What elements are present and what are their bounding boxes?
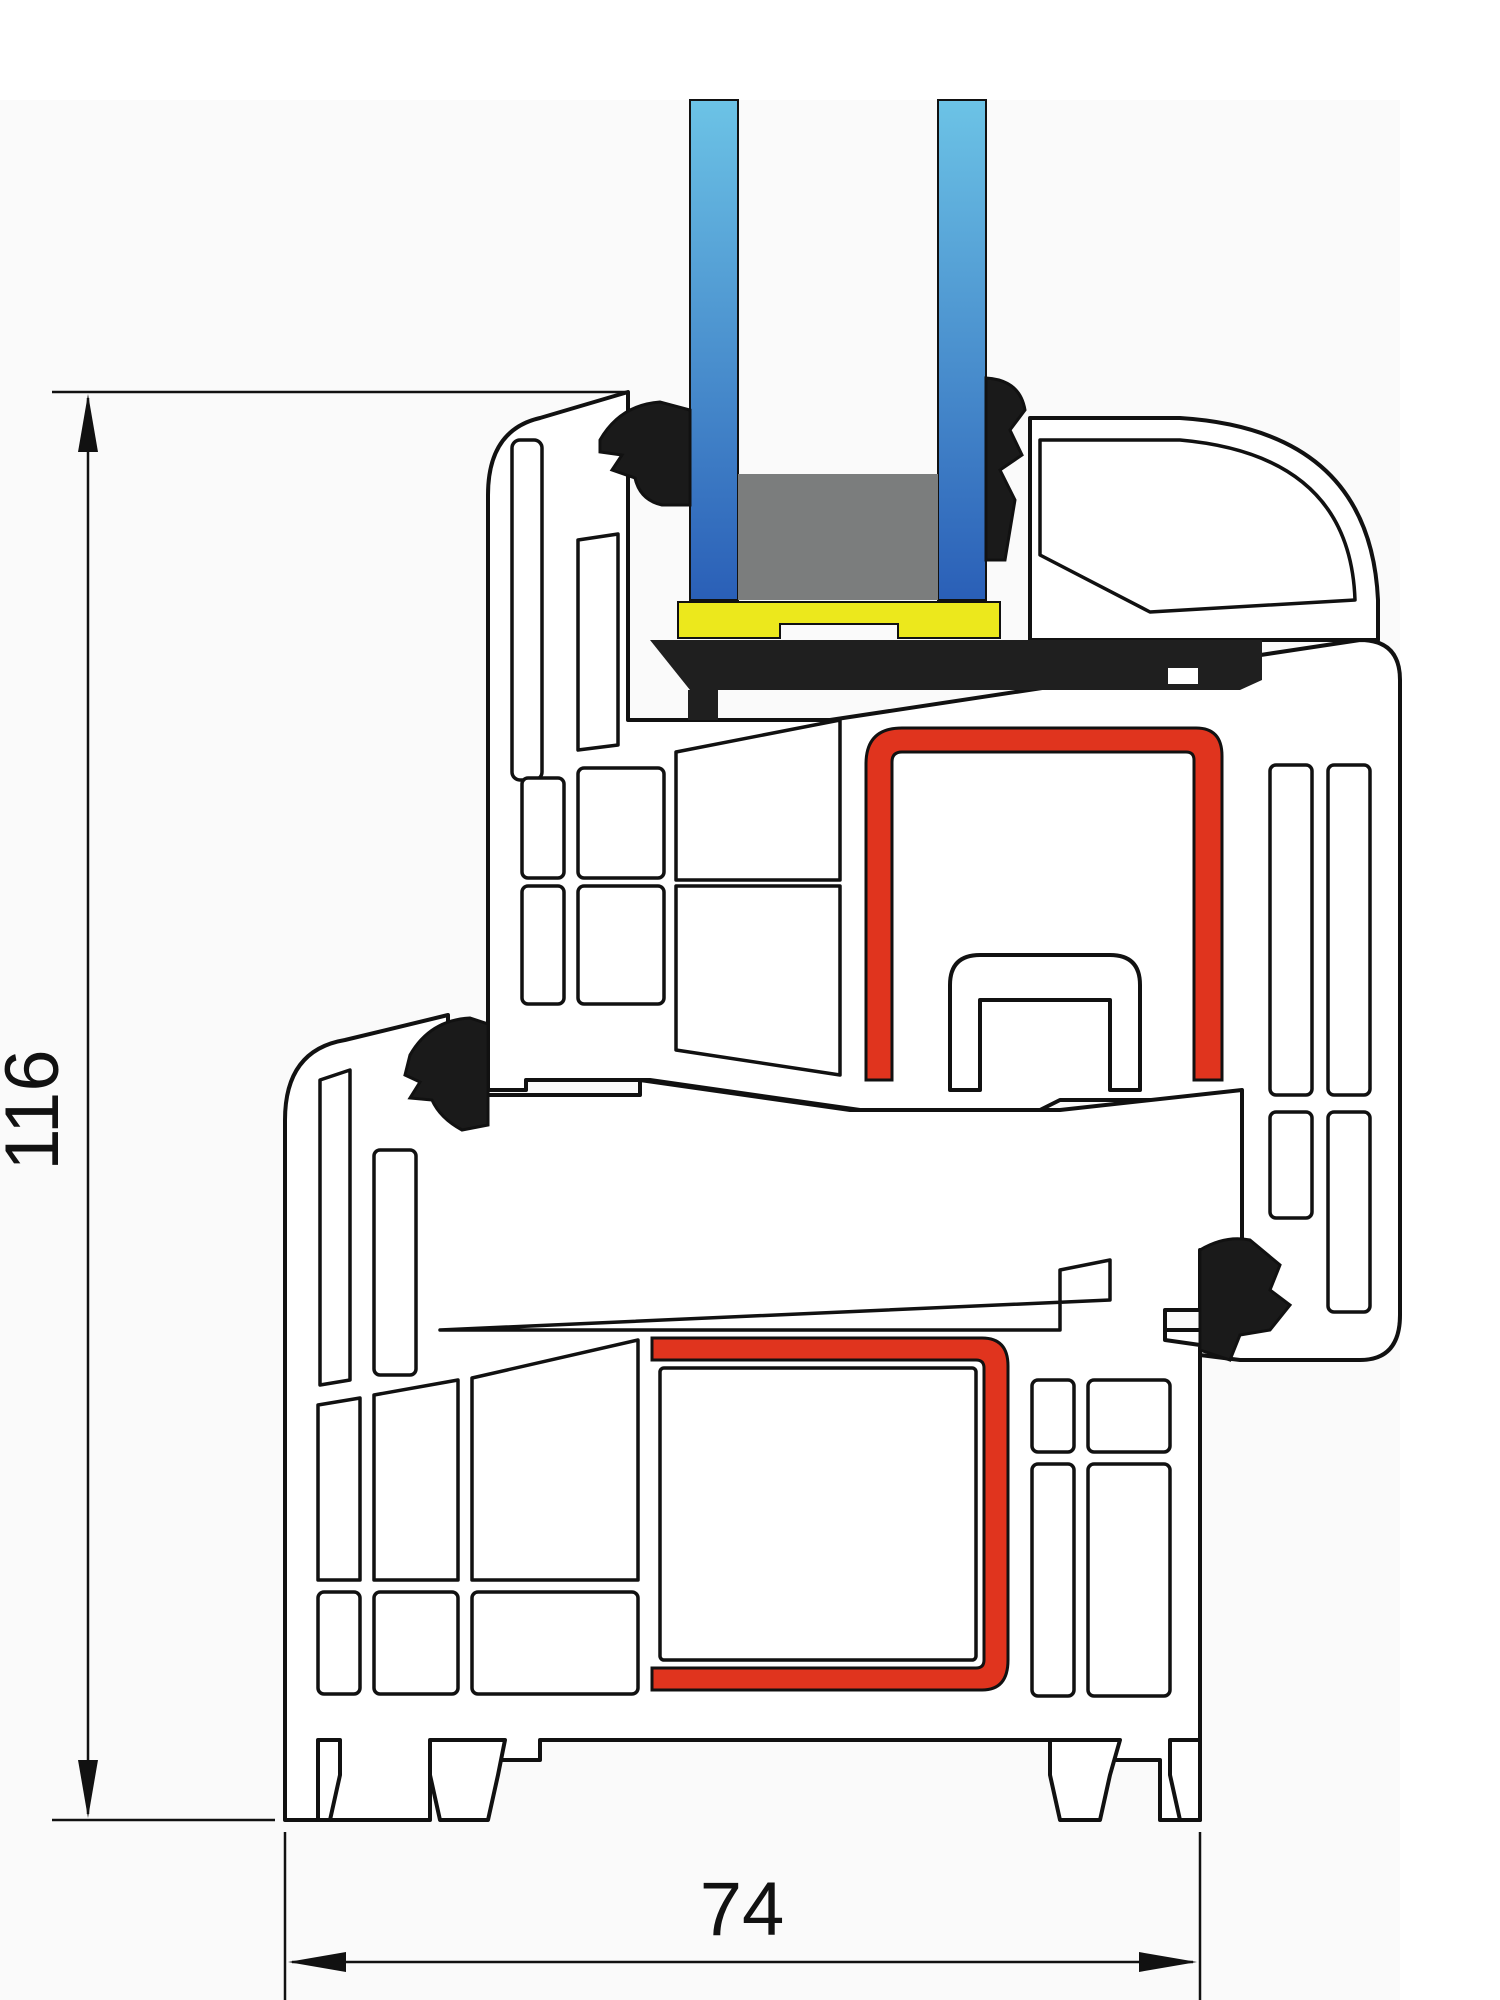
frame-foot (1048, 1738, 1122, 1822)
frame-chamber (470, 1338, 640, 1582)
frame-chamber (316, 1590, 362, 1696)
outer-sash-gasket (598, 400, 692, 507)
arrow-left-icon (288, 1952, 346, 1972)
frame-profile (283, 1013, 1244, 1822)
sash-chamber (1268, 1110, 1314, 1220)
sash-chamber (576, 884, 666, 1006)
sash-chamber (576, 532, 620, 752)
arrow-up-icon (78, 394, 98, 452)
sash-chamber (576, 766, 666, 880)
sash-chamber (520, 884, 566, 1006)
outer-frame-gasket (403, 1016, 490, 1132)
sash-chamber (1268, 763, 1314, 1097)
height-dimension-label: 116 (0, 1049, 75, 1170)
frame-foot (316, 1738, 342, 1822)
frame-chamber (470, 1590, 640, 1696)
glazing-base-foot (688, 690, 718, 720)
arrow-down-icon (78, 1760, 98, 1818)
frame-chamber (318, 1068, 352, 1387)
frame-chamber (372, 1590, 460, 1696)
sash-chamber (674, 718, 842, 882)
frame-chamber (438, 1258, 1112, 1332)
frame-chamber (1030, 1378, 1076, 1454)
sash-chamber (510, 438, 544, 782)
sash-chamber (674, 884, 842, 1077)
frame-steel-chamber (658, 1366, 978, 1662)
sash-hook (948, 953, 1142, 1092)
glass-unit (677, 99, 1001, 639)
frame-steel-reinforcement (650, 1336, 1010, 1692)
glass-pane-inner (937, 99, 987, 601)
sash-chamber (1326, 1110, 1372, 1314)
center-seal-gasket (1198, 1237, 1293, 1362)
sash-profile (486, 390, 1402, 1362)
frame-chamber (1086, 1462, 1172, 1698)
sash-steel-reinforcement (864, 726, 1224, 1082)
frame-chamber (372, 1148, 418, 1377)
glazing-bead-chamber (1038, 438, 1357, 614)
setting-block (677, 601, 1001, 639)
glazing-base (650, 640, 1262, 690)
frame-foot (428, 1738, 507, 1822)
height-dimension: 116 (0, 390, 628, 1822)
frame-chamber (372, 1378, 460, 1582)
frame-chamber (1086, 1378, 1172, 1454)
inner-glass-gasket (984, 376, 1027, 562)
sash-chamber (1326, 763, 1372, 1097)
width-dimension-label: 74 (700, 1867, 785, 1952)
gaskets (403, 376, 1293, 1362)
frame-foot (1168, 1738, 1202, 1822)
width-dimension: 74 (283, 1832, 1202, 2000)
frame-chamber (1030, 1462, 1076, 1698)
frame-chamber (316, 1396, 362, 1582)
glass-spacer (738, 474, 938, 600)
arrow-right-icon (1139, 1952, 1197, 1972)
glass-pane-outer (689, 99, 739, 601)
sash-chamber (520, 776, 566, 880)
glazing-base-slot (1168, 668, 1198, 684)
